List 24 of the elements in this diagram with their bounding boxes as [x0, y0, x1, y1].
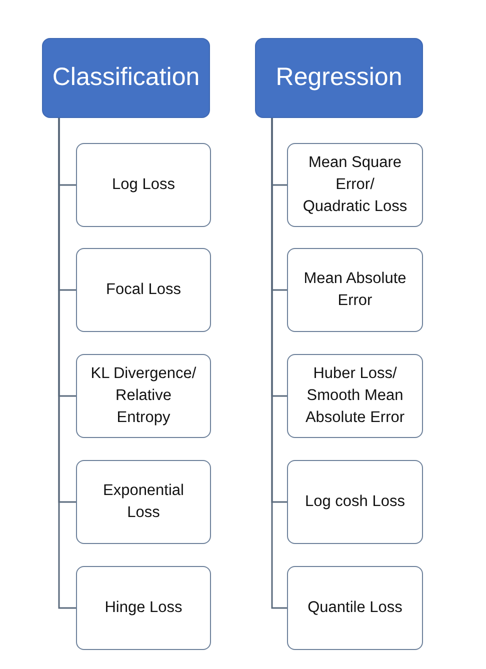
- item-text: Quantile Loss: [308, 598, 402, 618]
- item-text: Log Loss: [112, 175, 175, 195]
- item-box: [287, 566, 423, 650]
- item-box: [76, 354, 211, 438]
- header-text: Regression: [276, 62, 402, 94]
- header-box: [42, 38, 210, 118]
- item-text: Huber Loss/ Smooth Mean Absolute Error: [304, 364, 406, 428]
- item-box: [76, 143, 211, 227]
- item-box: [76, 566, 211, 650]
- item-text: Mean Square Error/ Quadratic Loss: [302, 153, 408, 217]
- item-text: KL Divergence/ Relative Entropy: [90, 364, 198, 428]
- item-box: [287, 248, 423, 332]
- item-box: [287, 460, 423, 544]
- item-text: Mean Absolute Error: [302, 269, 408, 311]
- item-box: [76, 460, 211, 544]
- item-text: Exponential Loss: [102, 481, 185, 523]
- item-text: Hinge Loss: [104, 598, 182, 618]
- item-box: [287, 143, 423, 227]
- item-text: Log cosh Loss: [305, 492, 405, 512]
- item-box: [76, 248, 211, 332]
- header-text: Classification: [52, 62, 200, 94]
- item-box: [287, 354, 423, 438]
- item-text: Focal Loss: [106, 280, 181, 300]
- header-box: [255, 38, 423, 118]
